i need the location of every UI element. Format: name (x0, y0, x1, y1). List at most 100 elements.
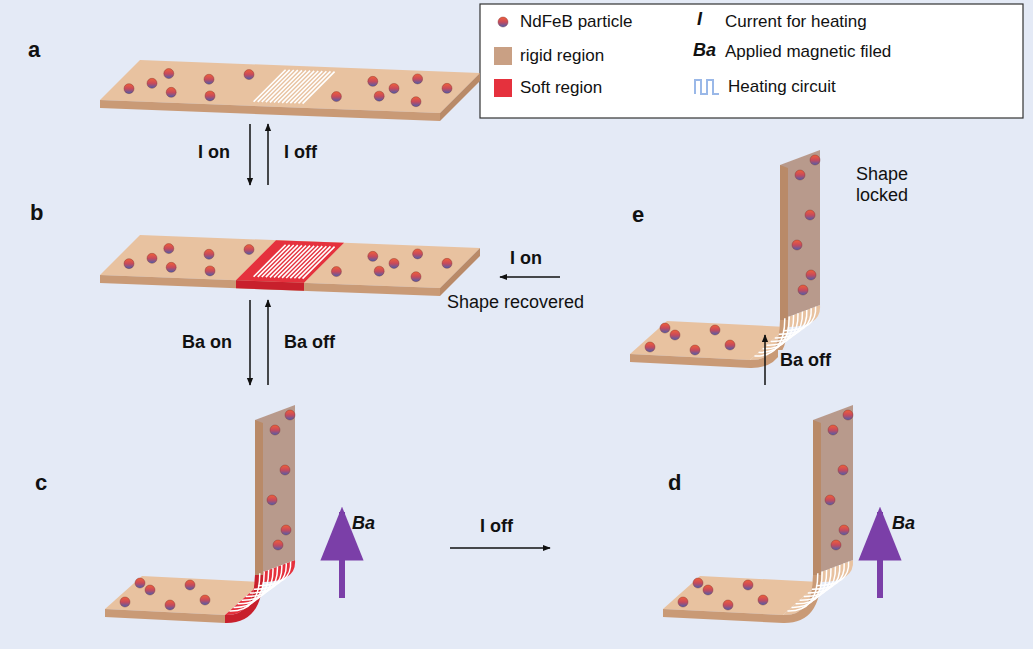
panel-letter: a (28, 37, 40, 63)
ndfeb-particle (828, 425, 838, 435)
ndfeb-particle (124, 259, 134, 269)
heating-circuit (270, 70, 302, 102)
ndfeb-particle (120, 597, 130, 607)
ndfeb-particle (244, 245, 254, 255)
legend-text: Applied magnetic filed (725, 42, 891, 62)
heating-circuit (278, 246, 310, 278)
legend-text: Current for heating (725, 12, 867, 32)
transition-arrow (450, 547, 550, 549)
legend-swatch (494, 47, 512, 65)
ndfeb-particle (164, 69, 174, 79)
ndfeb-particle (164, 244, 174, 254)
heating-circuit (270, 245, 302, 277)
panel-letter: c (35, 470, 47, 496)
ndfeb-particle (135, 578, 145, 588)
ndfeb-particle (389, 83, 399, 93)
heating-circuit (286, 246, 318, 278)
ndfeb-particle (838, 465, 848, 475)
ndfeb-particle (389, 258, 399, 268)
edge-label: Ba on (180, 332, 234, 353)
ndfeb-particle (147, 78, 157, 88)
ndfeb-particle (645, 342, 655, 352)
ndfeb-particle (411, 272, 421, 282)
plate-front (255, 405, 295, 575)
ndfeb-particle (331, 92, 341, 102)
heating-circuit (258, 70, 290, 102)
annotation: Ba (892, 513, 915, 534)
field-arrow (339, 512, 345, 598)
heating-circuit (254, 70, 286, 102)
ndfeb-particle (124, 84, 134, 94)
ndfeb-particle (413, 249, 423, 259)
heating-circuit (262, 245, 294, 277)
ndfeb-particle (374, 91, 384, 101)
ndfeb-particle (280, 465, 290, 475)
ndfeb-particle (368, 76, 378, 86)
transition-arrow (500, 276, 560, 278)
heating-circuit (298, 246, 330, 278)
ndfeb-particle (204, 74, 214, 84)
panel: b (20, 185, 500, 300)
heating-circuit (303, 247, 335, 279)
annotation: Shape locked (856, 164, 936, 206)
heating-circuit (783, 307, 816, 331)
heating-circuit (294, 71, 326, 103)
ndfeb-particle (798, 285, 808, 295)
annotation: Ba (693, 40, 716, 61)
ndfeb-particle (185, 580, 195, 590)
ndfeb-particle (758, 595, 768, 605)
transition-arrow (267, 300, 269, 385)
transition-arrow (249, 124, 251, 185)
heating-circuit (290, 71, 322, 103)
edge-label: I off (478, 516, 515, 537)
ndfeb-particle (843, 410, 853, 420)
plate-edge (255, 420, 263, 575)
edge-label: I on (196, 142, 232, 163)
ndfeb-particle (839, 525, 849, 535)
transition-arrow (267, 124, 269, 185)
heating-circuit (274, 71, 306, 103)
heating-circuit (278, 71, 310, 103)
heating-circuit (294, 246, 326, 278)
legend-box (480, 4, 1023, 118)
soft-region (236, 280, 304, 291)
ndfeb-particle (810, 155, 820, 165)
edge-label: Ba off (778, 350, 833, 371)
panel: e (560, 120, 840, 335)
ndfeb-particle (831, 540, 841, 550)
ndfeb-particle (703, 585, 713, 595)
ndfeb-particle (693, 578, 703, 588)
ndfeb-particle (285, 410, 295, 420)
ndfeb-particle (147, 253, 157, 263)
strip-front (630, 354, 750, 368)
transition-arrow (249, 300, 251, 385)
ndfeb-particle (690, 345, 700, 355)
ndfeb-particle (205, 266, 215, 276)
heating-circuit (266, 70, 298, 102)
heating-circuit (282, 246, 314, 278)
annotation: I (697, 9, 702, 30)
ndfeb-particle (411, 97, 421, 107)
field-arrow (877, 512, 883, 598)
heating-circuit (258, 562, 291, 586)
panel-letter: e (632, 202, 644, 228)
ndfeb-particle (166, 87, 176, 97)
ndfeb-particle (660, 323, 670, 333)
strip-front (663, 609, 783, 623)
plate-edge (780, 165, 788, 320)
strip-side (440, 248, 480, 296)
legend-swatch (494, 79, 512, 97)
ndfeb-particle (792, 240, 802, 250)
ndfeb-particle (204, 249, 214, 259)
ndfeb-particle (678, 597, 688, 607)
ndfeb-particle (331, 267, 341, 277)
heating-circuit (254, 245, 286, 277)
annotation: Shape recovered (447, 292, 607, 313)
annotation: Ba (352, 513, 375, 534)
ndfeb-particle (825, 495, 835, 505)
plate-front (780, 150, 820, 320)
heating-circuit (274, 246, 306, 278)
ndfeb-particle (145, 585, 155, 595)
